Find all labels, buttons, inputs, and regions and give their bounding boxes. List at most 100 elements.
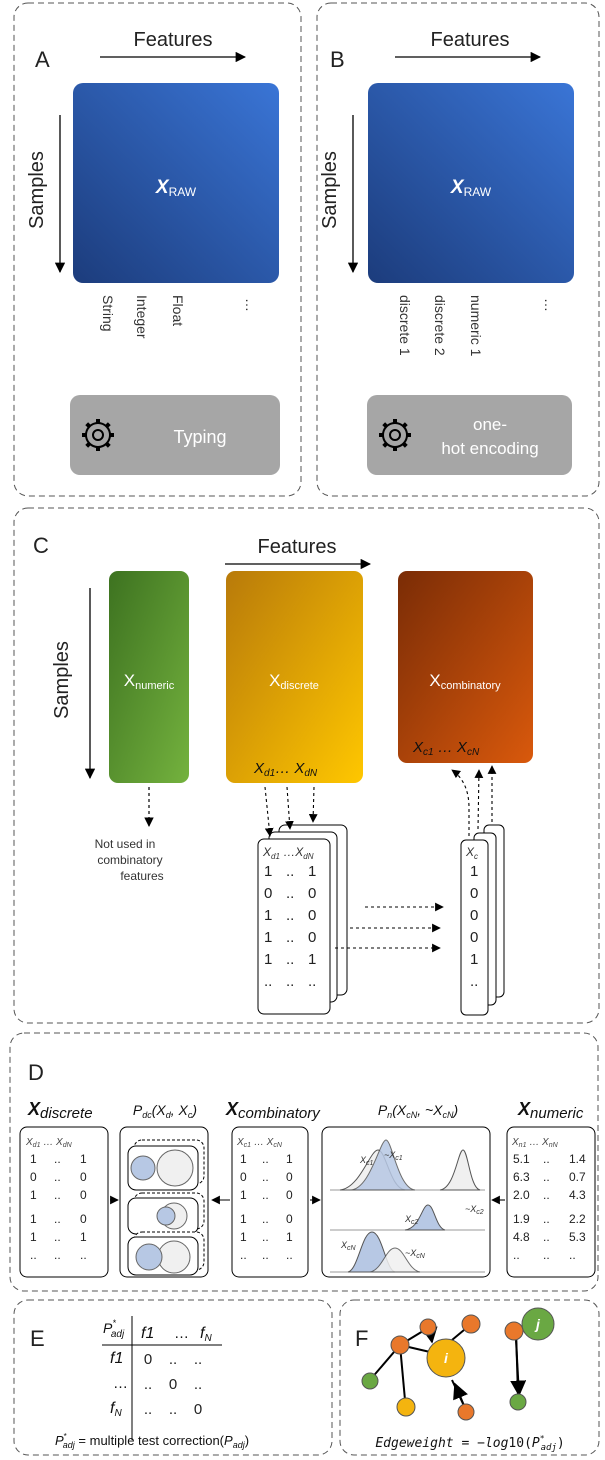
d-comb-cell: .. [262, 1188, 269, 1202]
e-col-f1: f1 [141, 1325, 154, 1342]
combinatory-matrix-label: Xcombinatory [429, 671, 501, 692]
gear-icon-b [379, 419, 411, 451]
d-disc-cell: .. [30, 1248, 37, 1262]
raw-matrix-b-label: XRAW [450, 177, 492, 199]
typing-button-label: Typing [173, 427, 226, 447]
f-formula: Edgeweight = −log10(P*adj) [375, 1434, 564, 1453]
d-num-cell: .. [543, 1152, 550, 1166]
d-num-cell: 2.2 [569, 1212, 586, 1226]
onehot-cell: .. [308, 973, 316, 990]
d-comb-cell: .. [286, 1248, 293, 1262]
d-disc-cell: .. [54, 1230, 61, 1244]
d-disc-cell: 1 [30, 1152, 37, 1166]
comb-table [460, 839, 489, 1016]
d-num-cell: .. [543, 1170, 550, 1184]
d-num-cell: 1.4 [569, 1152, 586, 1166]
numeric-matrix [109, 571, 189, 783]
d-disc-cell: 0 [80, 1170, 87, 1184]
d-comb-cell: 1 [240, 1230, 247, 1244]
d-pn-title: Pn(XcN, ~XcN) [378, 1102, 458, 1120]
d-num-cell: .. [569, 1248, 576, 1262]
d-comb-cell: .. [262, 1152, 269, 1166]
to-onehot-arrow-2 [285, 786, 294, 830]
onehot-table [257, 838, 331, 1015]
d-comb-cell: 0 [240, 1170, 247, 1184]
e-padj-label: P*adj [103, 1318, 125, 1340]
panel-b-frame [316, 2, 600, 497]
d-num-cell: .. [543, 1248, 550, 1262]
panel-a-frame [13, 2, 302, 497]
f-node-orange-3 [461, 1314, 481, 1334]
d-comb-cell: 0 [286, 1188, 293, 1202]
samples-label-c: Samples [51, 641, 73, 719]
d-pn-distributions [330, 1139, 485, 1273]
f-arrow-to-green [510, 1339, 527, 1397]
onehot-button-label-2: hot encoding [441, 439, 538, 458]
col-more: … [542, 298, 558, 312]
e-matrix-cell: .. [194, 1351, 202, 1368]
comb-cell: 0 [470, 885, 478, 902]
combinatory-cols-label: Xc1 … XcN [412, 739, 480, 758]
e-row-dots: … [113, 1375, 128, 1392]
onehot-cell: .. [286, 907, 294, 924]
d-comb-cell: 1 [286, 1230, 293, 1244]
d-comb-cell: 0 [286, 1212, 293, 1226]
panel-f-frame [339, 1299, 600, 1456]
d-disc-cell: 1 [30, 1230, 37, 1244]
to-onehot-arrow-3 [308, 786, 318, 823]
d-disc-cell: 1 [80, 1152, 87, 1166]
comb-back-arrow-2 [474, 769, 484, 830]
d-num-cell: 0.7 [569, 1170, 586, 1184]
not-used-line-2: combinatory [97, 853, 162, 867]
onehot-button[interactable] [367, 395, 572, 475]
to-onehot-arrow-1 [264, 786, 274, 837]
type-more: … [243, 298, 259, 312]
panel-c-label: C [33, 533, 49, 558]
d-comb-cell: 1 [286, 1152, 293, 1166]
onehot-cell: .. [286, 863, 294, 880]
d-discrete-table [19, 1126, 109, 1278]
panel-c-frame [13, 507, 600, 1024]
d-disc-cell: 1 [30, 1212, 37, 1226]
discrete-cols-label: Xd1… XdN [253, 760, 318, 779]
onehot-cell: 0 [308, 929, 316, 946]
d-num-cell: .. [543, 1212, 550, 1226]
e-matrix-cell: .. [194, 1376, 202, 1393]
features-label-c: Features [258, 536, 337, 558]
d-disc-cell: .. [54, 1248, 61, 1262]
not-used-line-1: Not used in [95, 837, 156, 851]
onehot-cell: 1 [264, 929, 272, 946]
typing-button[interactable] [70, 395, 280, 475]
d-disc-cell: .. [54, 1188, 61, 1202]
e-col-fN: fN [200, 1325, 212, 1344]
f-node-orange-4 [457, 1403, 475, 1421]
onehot-cell: .. [286, 951, 294, 968]
d-comb-cell: 1 [240, 1152, 247, 1166]
onehot-cell: .. [286, 885, 294, 902]
e-row-fN: fN [110, 1400, 122, 1419]
onehot-cell: 0 [308, 885, 316, 902]
type-integer: Integer [134, 295, 150, 339]
d-pdc-venn-3 [127, 1231, 205, 1276]
d-num-cell: .. [543, 1230, 550, 1244]
e-matrix-cell: .. [169, 1351, 177, 1368]
d-comb-cell: .. [262, 1212, 269, 1226]
d-disc-cell: 0 [30, 1170, 37, 1184]
f-node-j [521, 1307, 555, 1341]
d-combinatory-table [231, 1126, 309, 1278]
onehot-cell: .. [286, 929, 294, 946]
onehot-button-label-1: one- [473, 415, 507, 434]
raw-matrix-b [368, 83, 574, 283]
d-num-cell: .. [543, 1188, 550, 1202]
d-num-cell: 4.3 [569, 1188, 586, 1202]
discrete-matrix-label: Xdiscrete [269, 671, 319, 692]
d-num-cell: 5.1 [513, 1152, 530, 1166]
col-discrete-2: discrete 2 [432, 295, 448, 356]
d-disc-cell: .. [54, 1152, 61, 1166]
d-numeric-table [506, 1126, 596, 1278]
f-node-green-2 [509, 1393, 527, 1411]
e-matrix-cell: .. [144, 1401, 152, 1418]
f-node-green-1 [361, 1372, 379, 1390]
onehot-cell: 0 [308, 907, 316, 924]
panel-d-label: D [28, 1060, 44, 1085]
